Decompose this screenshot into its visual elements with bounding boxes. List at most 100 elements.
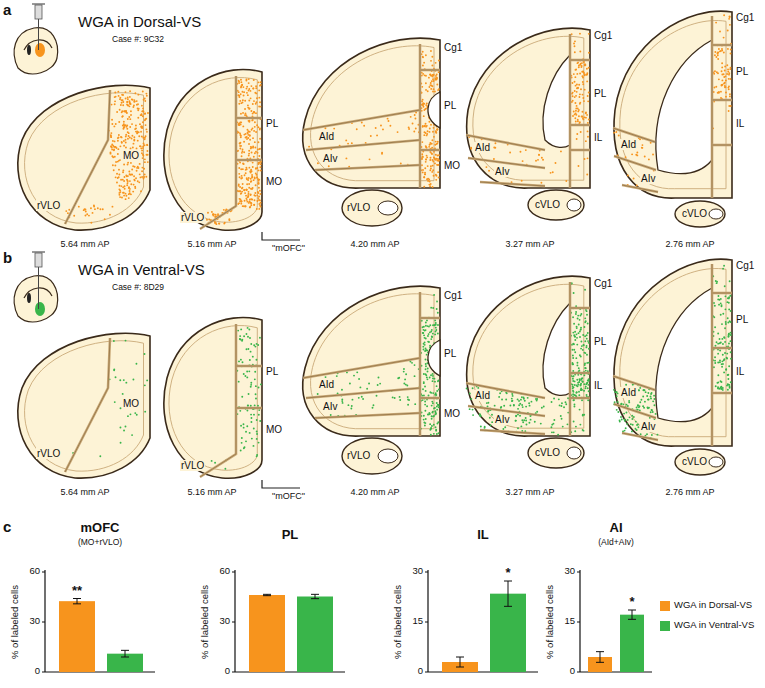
labeled-cell — [256, 433, 258, 435]
labeled-cell — [121, 136, 123, 138]
region-border — [420, 69, 440, 72]
labeled-cell — [578, 391, 580, 393]
labeled-cell — [248, 191, 250, 193]
labeled-cell — [249, 90, 251, 92]
labeled-cell — [503, 405, 505, 407]
labeled-cell — [111, 149, 113, 151]
labeled-cell — [362, 398, 364, 400]
labeled-cell — [438, 389, 440, 391]
oval-hole — [567, 447, 581, 459]
labeled-cell — [586, 310, 588, 312]
labeled-cell — [109, 214, 111, 216]
region-border-line — [236, 366, 262, 367]
labeled-cell — [253, 130, 255, 132]
region-border — [236, 407, 262, 410]
labeled-cell — [436, 390, 438, 392]
labeled-cell — [435, 62, 437, 64]
labeled-cell — [729, 93, 731, 95]
labeled-cell — [259, 101, 261, 103]
labeled-cell — [250, 169, 252, 171]
labeled-cell — [438, 432, 440, 434]
labeled-cell — [587, 380, 589, 382]
labeled-cell — [116, 147, 118, 149]
labeled-cell — [122, 101, 124, 103]
labeled-cell — [582, 97, 584, 99]
section-outline — [303, 286, 440, 436]
labeled-cell — [408, 128, 410, 130]
labeled-cell — [135, 177, 137, 179]
labeled-cell — [587, 130, 589, 132]
labeled-cell — [254, 404, 256, 406]
labeled-cell — [250, 97, 252, 99]
labeled-cell — [250, 405, 252, 407]
labeled-cell — [128, 171, 130, 173]
labeled-cell — [243, 91, 245, 93]
labeled-cell — [239, 100, 241, 102]
labeled-cell — [430, 50, 432, 52]
labeled-cell — [387, 118, 389, 120]
labeled-cell — [431, 336, 433, 338]
labeled-cell — [576, 344, 578, 346]
labeled-cell — [436, 308, 438, 310]
labeled-cell — [342, 402, 344, 404]
labeled-cell — [242, 86, 244, 88]
labeled-cell — [121, 102, 123, 104]
labeled-cell — [137, 166, 139, 168]
labeled-cell — [138, 131, 140, 133]
labeled-cell — [414, 403, 416, 405]
labeled-cell — [258, 81, 260, 83]
labeled-cell — [715, 22, 717, 24]
labeled-cell — [430, 428, 432, 430]
labeled-cell — [438, 71, 440, 73]
labeled-cell — [585, 117, 587, 119]
labeled-cell — [239, 338, 241, 340]
labeled-cell — [260, 170, 262, 172]
labeled-cell — [341, 389, 343, 391]
labeled-cell — [347, 404, 349, 406]
labeled-cell — [717, 58, 719, 60]
region-border-line — [200, 76, 236, 229]
labeled-cell — [421, 100, 423, 102]
labeled-cell — [583, 374, 585, 376]
labeled-cell — [575, 110, 577, 112]
labeled-cell — [248, 153, 250, 155]
labeled-cell — [118, 95, 120, 97]
labeled-cell — [122, 171, 124, 173]
labeled-cell — [206, 219, 208, 221]
labeled-cell — [579, 103, 581, 105]
labeled-cell — [429, 324, 431, 326]
brain-outline — [14, 28, 57, 74]
labeled-cell — [376, 395, 378, 397]
labeled-cell — [438, 177, 440, 179]
labeled-cell — [574, 40, 576, 42]
labeled-cell — [244, 375, 246, 377]
labeled-cell — [435, 132, 437, 134]
labeled-cell — [511, 400, 513, 402]
labeled-cell — [127, 138, 129, 140]
labeled-cell — [582, 414, 584, 416]
labeled-cell — [424, 400, 426, 402]
labeled-cell — [562, 426, 564, 428]
labeled-cell — [427, 341, 429, 343]
labeled-cell — [422, 56, 424, 58]
labeled-cell — [588, 33, 590, 35]
labeled-cell — [132, 99, 134, 101]
labeled-cell — [428, 121, 430, 123]
labeled-cell — [427, 414, 429, 416]
labeled-cell — [247, 196, 249, 198]
labeled-cell — [424, 167, 426, 169]
labeled-cell — [139, 123, 141, 125]
labeled-cell — [424, 337, 426, 339]
labeled-cell — [578, 96, 580, 98]
labeled-cell — [584, 340, 586, 342]
labeled-cell — [572, 375, 574, 377]
oval-hole — [378, 201, 398, 215]
labeled-cell — [252, 356, 254, 358]
labeled-cell — [565, 403, 567, 405]
labeled-cell — [250, 172, 252, 174]
plunger — [32, 3, 45, 4]
labeled-cell — [142, 157, 144, 159]
labeled-cell — [256, 208, 258, 210]
labeled-cell — [588, 348, 590, 350]
labeled-cell — [258, 89, 260, 91]
